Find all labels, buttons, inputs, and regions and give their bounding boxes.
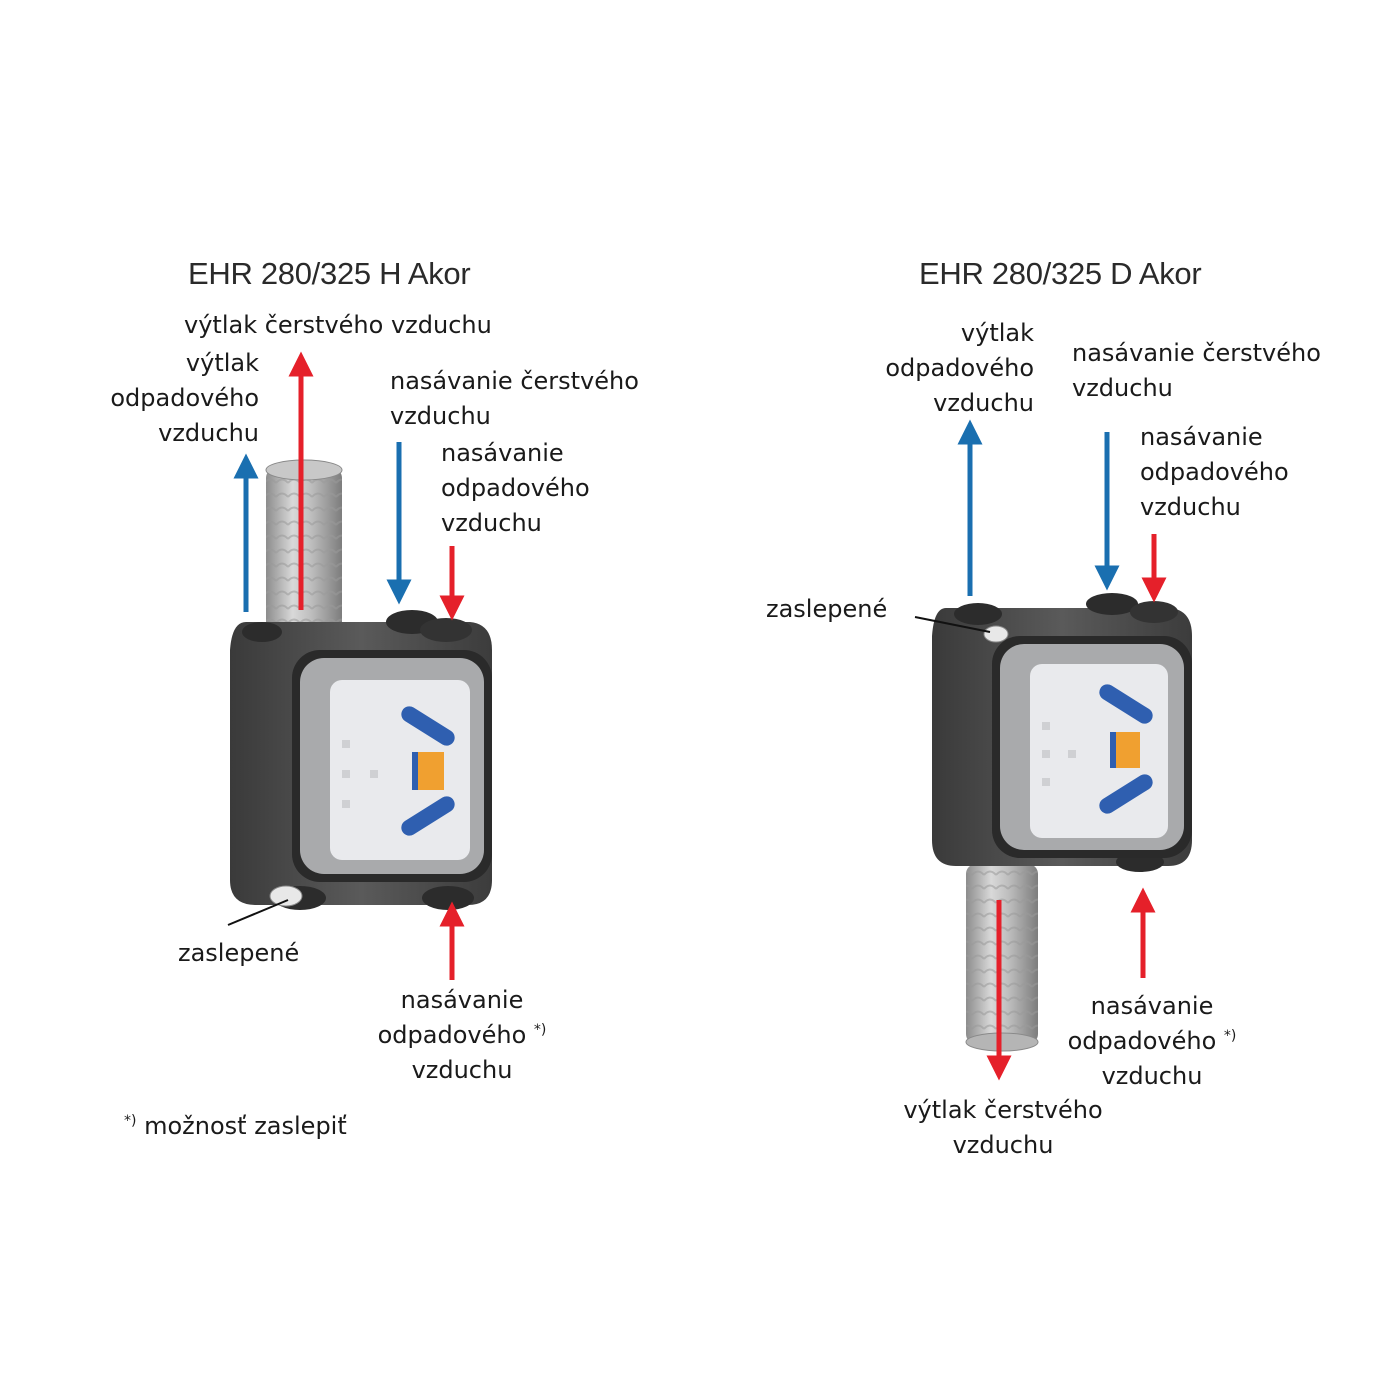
fresh-air-duct-top xyxy=(265,459,343,658)
unit-d-illustration xyxy=(914,593,1192,1052)
label-blinded-d: zaslepené xyxy=(766,595,888,623)
unit-h-illustration xyxy=(227,459,492,926)
label-fresh-in-d: nasávanie čerstvého vzduchu xyxy=(1072,339,1321,402)
label-waste-out-h: výtlak odpadového vzduchu xyxy=(110,349,259,447)
label-fresh-out-d: výtlak čerstvého vzduchu xyxy=(903,1096,1103,1159)
label-waste-in-bottom-d: nasávanie odpadového *) vzduchu xyxy=(1067,992,1237,1090)
title-d-akor: EHR 280/325 D Akor xyxy=(919,256,1202,291)
footnote: *) možnosť zaslepiť xyxy=(124,1112,347,1140)
housing-h xyxy=(230,610,492,910)
title-h-akor: EHR 280/325 H Akor xyxy=(188,256,471,291)
asterisk-note-h: *) xyxy=(533,1022,547,1038)
fresh-air-duct-bottom xyxy=(965,864,1039,1052)
label-fresh-in-h: nasávanie čerstvého vzduchu xyxy=(390,367,639,430)
label-waste-in-bottom-h: nasávanie odpadového *) vzduchu xyxy=(377,986,547,1084)
label-blinded-h: zaslepené xyxy=(178,939,300,967)
label-waste-in-top-h: nasávanie odpadového vzduchu xyxy=(441,439,590,537)
leader-line-blinded-h xyxy=(227,899,289,926)
footnote-asterisk: *) xyxy=(124,1113,137,1129)
leader-line-blinded-d xyxy=(914,616,991,633)
asterisk-note-d: *) xyxy=(1223,1028,1237,1044)
label-fresh-out-h: výtlak čerstvého vzduchu xyxy=(184,311,492,339)
label-waste-out-d: výtlak odpadového vzduchu xyxy=(885,319,1034,417)
housing-d xyxy=(932,593,1192,872)
label-waste-in-top-d: nasávanie odpadového vzduchu xyxy=(1140,423,1289,521)
